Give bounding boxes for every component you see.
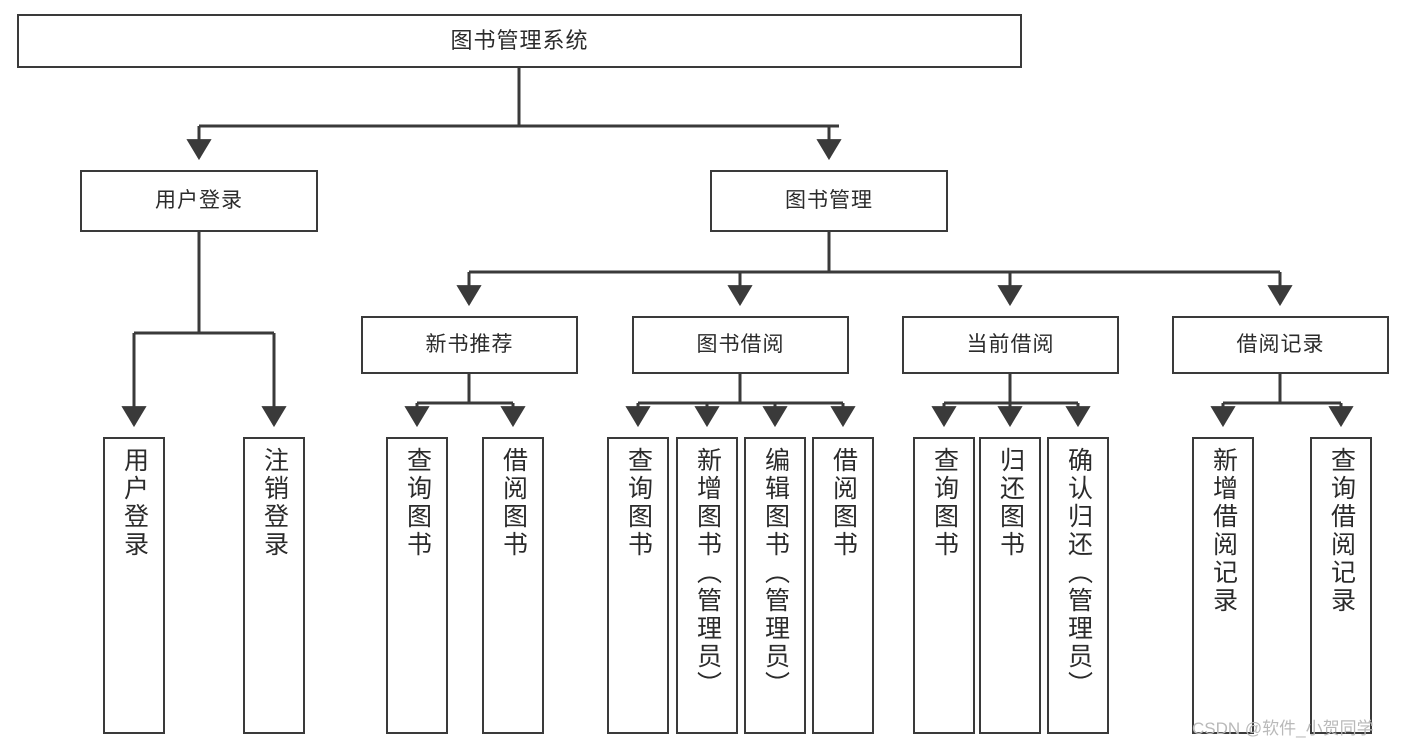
node-leaf-query-book-recommend[interactable]: 查询图书 bbox=[386, 437, 448, 734]
node-borrow-record[interactable]: 借阅记录 bbox=[1172, 316, 1389, 374]
node-label: 用户登录 bbox=[120, 447, 149, 559]
node-label: 借阅图书 bbox=[499, 447, 528, 559]
node-book-management[interactable]: 图书管理 bbox=[710, 170, 948, 232]
node-label: 编辑图书（管理员） bbox=[761, 447, 790, 699]
node-leaf-query-borrow-record[interactable]: 查询借阅记录 bbox=[1310, 437, 1372, 734]
node-leaf-add-book-admin[interactable]: 新增图书（管理员） bbox=[676, 437, 738, 734]
node-leaf-return-book[interactable]: 归还图书 bbox=[979, 437, 1041, 734]
node-user-login[interactable]: 用户登录 bbox=[80, 170, 318, 232]
node-label: 新书推荐 bbox=[425, 332, 514, 356]
node-leaf-add-borrow-record[interactable]: 新增借阅记录 bbox=[1192, 437, 1254, 734]
node-label: 新增借阅记录 bbox=[1209, 447, 1238, 615]
node-leaf-query-book-current[interactable]: 查询图书 bbox=[913, 437, 975, 734]
node-label: 借阅图书 bbox=[829, 447, 858, 559]
node-leaf-borrow-book[interactable]: 借阅图书 bbox=[812, 437, 874, 734]
node-leaf-user-login[interactable]: 用户登录 bbox=[103, 437, 165, 734]
node-label: 归还图书 bbox=[996, 447, 1025, 559]
node-label: 图书管理系统 bbox=[450, 28, 589, 54]
node-label: 新增图书（管理员） bbox=[693, 447, 722, 699]
node-label: 用户登录 bbox=[155, 188, 243, 212]
node-label: 图书管理 bbox=[785, 188, 873, 212]
node-label: 当前借阅 bbox=[966, 332, 1055, 356]
node-leaf-edit-book-admin[interactable]: 编辑图书（管理员） bbox=[744, 437, 806, 734]
node-root-book-management-system[interactable]: 图书管理系统 bbox=[17, 14, 1022, 68]
node-leaf-query-book-borrow[interactable]: 查询图书 bbox=[607, 437, 669, 734]
node-label: 查询借阅记录 bbox=[1327, 447, 1356, 615]
node-leaf-logout[interactable]: 注销登录 bbox=[243, 437, 305, 734]
node-label: 图书借阅 bbox=[696, 332, 785, 356]
node-label: 查询图书 bbox=[403, 447, 432, 559]
node-label: 借阅记录 bbox=[1236, 332, 1325, 356]
node-leaf-borrow-book-recommend[interactable]: 借阅图书 bbox=[482, 437, 544, 734]
node-label: 确认归还（管理员） bbox=[1064, 447, 1093, 699]
watermark-text: CSDN @软件_小贺同学 bbox=[1192, 719, 1374, 738]
node-book-borrow[interactable]: 图书借阅 bbox=[632, 316, 849, 374]
node-label: 注销登录 bbox=[260, 447, 289, 559]
node-leaf-confirm-return-admin[interactable]: 确认归还（管理员） bbox=[1047, 437, 1109, 734]
node-label: 查询图书 bbox=[930, 447, 959, 559]
node-label: 查询图书 bbox=[624, 447, 653, 559]
node-current-borrow[interactable]: 当前借阅 bbox=[902, 316, 1119, 374]
node-new-book-recommend[interactable]: 新书推荐 bbox=[361, 316, 578, 374]
